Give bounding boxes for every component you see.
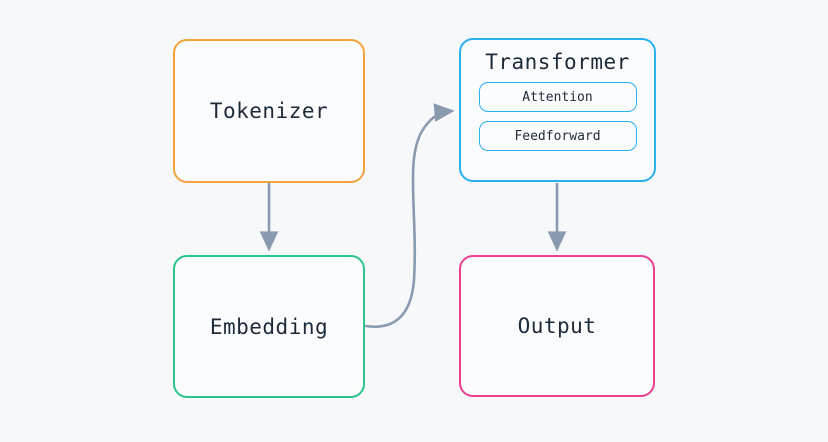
node-tokenizer[interactable]: Tokenizer <box>173 39 365 183</box>
node-transformer-label: Transformer <box>485 50 630 74</box>
node-feedforward[interactable]: Feedforward <box>478 121 637 151</box>
node-output-label: Output <box>517 314 597 338</box>
edge-embedding-to-transformer <box>364 103 455 329</box>
node-output[interactable]: Output <box>459 255 655 397</box>
node-attention-label: Attention <box>522 89 593 105</box>
node-embedding-label: Embedding <box>209 314 329 339</box>
node-attention[interactable]: Attention <box>478 82 637 112</box>
node-transformer[interactable]: Transformer Attention Feedforward <box>459 38 656 182</box>
node-tokenizer-label: Tokenizer <box>209 99 329 123</box>
node-feedforward-label: Feedforward <box>514 128 601 144</box>
node-embedding[interactable]: Embedding <box>173 255 365 398</box>
